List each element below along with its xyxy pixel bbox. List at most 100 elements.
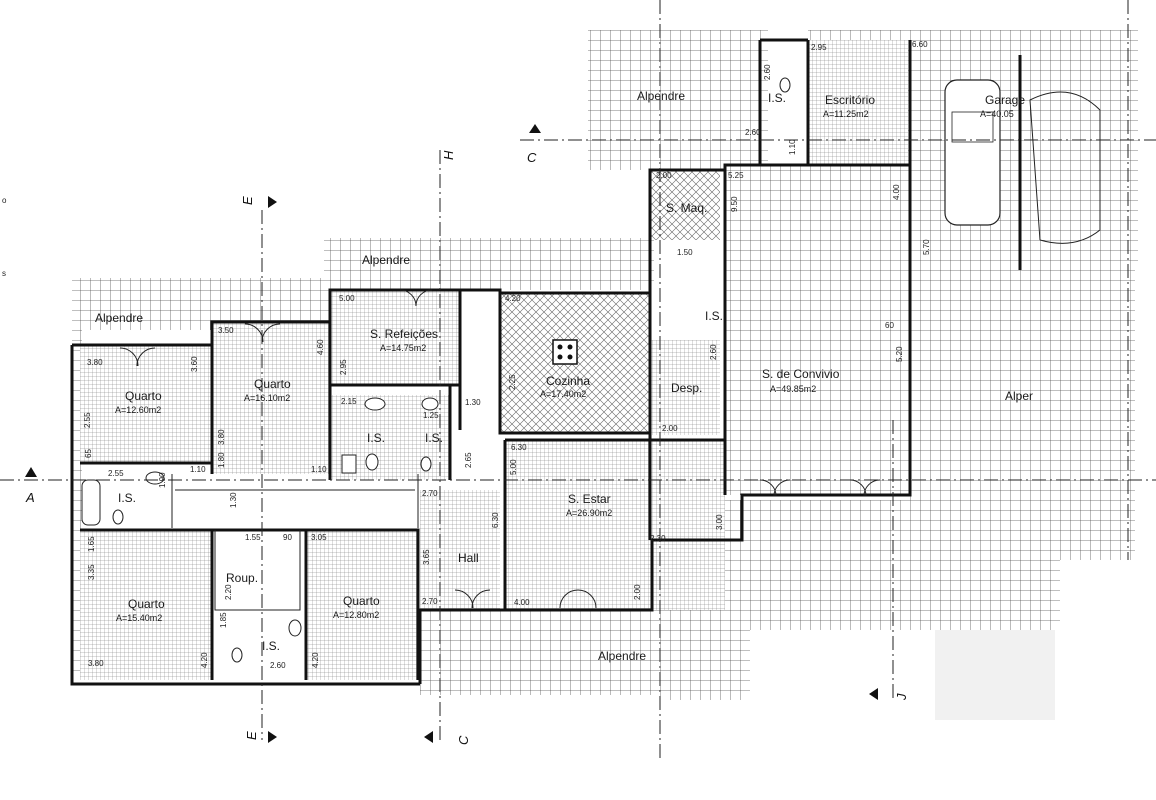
label-smaq: S. Maq. [666, 201, 707, 215]
label-is-2: I.S. [425, 431, 443, 445]
label-estar: S. Estar [568, 492, 611, 506]
area-quarto-4: A=12.80m2 [333, 610, 379, 620]
dim-label: 2.00 [633, 584, 642, 600]
label-hall: Hall [458, 551, 479, 565]
label-convivio: S. de Convivio [762, 367, 840, 381]
label-alpendre-east: Alper [1005, 389, 1033, 403]
dim-label: 2.65 [464, 452, 473, 468]
dim-label: 2.60 [763, 64, 772, 80]
dim-label: 5.25 [728, 171, 744, 180]
dim-label: 1.30 [465, 398, 481, 407]
dim-label: 2.00 [662, 424, 678, 433]
dim-label: 2.60 [745, 128, 761, 137]
dim-label: 1.10 [190, 465, 206, 474]
label-quarto-2: Quarto [254, 377, 291, 391]
area-cozinha: A=17.40m2 [540, 389, 586, 399]
dim-label: 2.95 [811, 43, 827, 52]
area-refeicoes: A=14.75m2 [380, 343, 426, 353]
dim-label: 2.00 [656, 171, 672, 180]
dim-label: 3.60 [190, 356, 199, 372]
dim-label: 4.00 [514, 598, 530, 607]
kitchen-hob [552, 339, 578, 365]
dim-label: 3.80 [217, 429, 226, 445]
dim-label: 1.30 [229, 492, 238, 508]
dim-label: 65 [84, 449, 93, 458]
section-letters: A E E H C C J [25, 150, 909, 745]
dim-label: 5.70 [922, 239, 931, 255]
section-letter-j: J [894, 693, 909, 701]
label-garagem: Garage [985, 93, 1025, 107]
area-convivio: A=49.85m2 [770, 384, 816, 394]
label-quarto-4: Quarto [343, 594, 380, 608]
dim-label: 2.70 [422, 597, 438, 606]
dim-label: 2.30 [650, 534, 666, 543]
area-escritorio: A=11.25m2 [823, 109, 869, 119]
label-roup: Roup. [226, 571, 258, 585]
margin-mark: s [2, 269, 6, 278]
margin-mark: o [2, 196, 7, 205]
section-e-bottom-arrow [268, 731, 277, 743]
label-escritorio: Escritório [825, 93, 875, 107]
label-cozinha: Cozinha [546, 374, 590, 388]
label-is-5: I.S. [768, 91, 786, 105]
label-is-1: I.S. [367, 431, 385, 445]
dim-label: 4.20 [200, 652, 209, 668]
dim-label: 2.55 [83, 412, 92, 428]
dim-label: 3.00 [715, 514, 724, 530]
dim-label: 60 [885, 321, 894, 330]
label-refeicoes: S. Refeições [370, 327, 438, 341]
label-is-3: I.S. [118, 491, 136, 505]
dim-label: 6.30 [511, 443, 527, 452]
dim-label: 6.30 [491, 512, 500, 528]
area-quarto-2: A=16.10m2 [244, 393, 290, 403]
dim-label: 1.50 [677, 248, 693, 257]
dim-label: 1.90 [158, 472, 167, 488]
dim-label: 6.60 [912, 40, 928, 49]
garage-car [944, 79, 1101, 244]
dim-label: 1.55 [245, 533, 261, 542]
dim-label: 3.80 [88, 659, 104, 668]
label-desp: Desp. [671, 381, 702, 395]
dim-label: 9.50 [730, 196, 739, 212]
dim-label: 1.10 [311, 465, 327, 474]
dim-label: 2.15 [341, 397, 357, 406]
dim-label: 1.10 [788, 139, 797, 155]
dim-label: 3.50 [218, 326, 234, 335]
dim-label: 2.60 [709, 344, 718, 360]
section-letter-c-top: C [527, 150, 537, 165]
dim-label: 1.25 [423, 411, 439, 420]
section-markers [25, 124, 878, 743]
section-letter-h: H [441, 150, 456, 160]
dim-label: 4.00 [892, 184, 901, 200]
dim-label: 90 [283, 533, 292, 542]
label-is-6: I.S. [705, 309, 723, 323]
room-labels: Alpendre Alpendre Alpendre Alpendre Alpe… [95, 89, 1033, 663]
area-garagem: A=40.05 [980, 109, 1014, 119]
area-quarto-3: A=15.40m2 [116, 613, 162, 623]
dim-label: 3.35 [87, 564, 96, 580]
door-swings [119, 289, 881, 609]
label-alpendre-left: Alpendre [95, 311, 143, 325]
dim-label: 2.95 [339, 359, 348, 375]
interior-floors [80, 40, 910, 680]
section-a-arrow [25, 467, 37, 477]
dim-label: 2.55 [108, 469, 124, 478]
walls [70, 38, 1022, 686]
area-quarto-1: A=12.60m2 [115, 405, 161, 415]
section-lines [0, 0, 1156, 760]
dim-label: 3.80 [87, 358, 103, 367]
dim-label: 2.20 [224, 584, 233, 600]
dim-label: 5.00 [339, 294, 355, 303]
dim-label: 4.20 [505, 294, 521, 303]
section-letter-e-bottom: E [244, 731, 259, 740]
dim-label: 5.20 [895, 346, 904, 362]
section-c-bottom-arrow [424, 731, 433, 743]
section-e-top-arrow [268, 196, 277, 208]
dim-label: 2.60 [270, 661, 286, 670]
bathroom-fixtures [81, 77, 791, 663]
label-quarto-1: Quarto [125, 389, 162, 403]
section-letter-e-top: E [240, 196, 255, 205]
dim-label: 2.70 [422, 489, 438, 498]
label-is-4: I.S. [262, 639, 280, 653]
